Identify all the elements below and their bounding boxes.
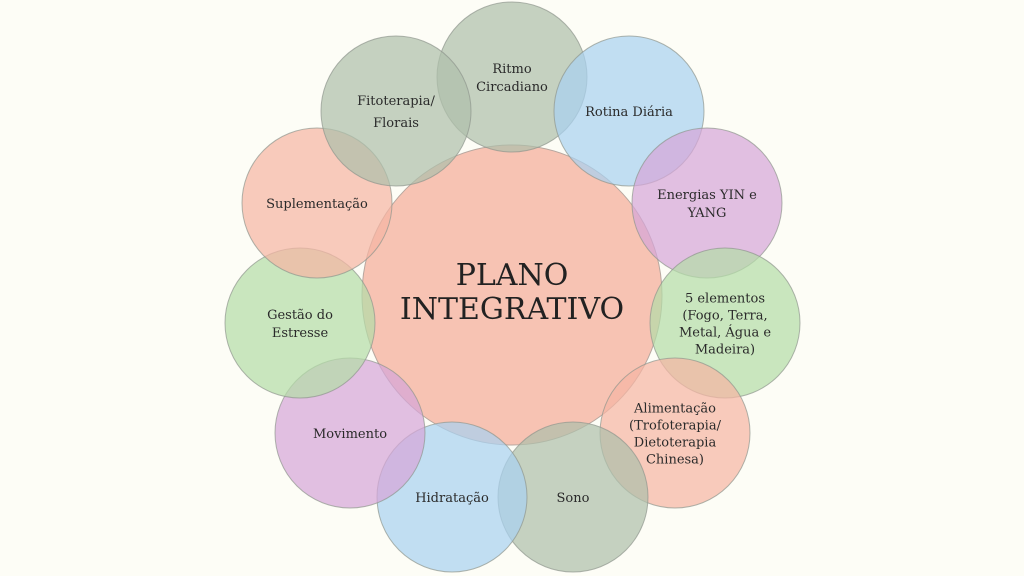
node-label: (Fogo, Terra,	[682, 309, 767, 324]
node-label: Gestão do	[267, 308, 333, 323]
node-label: Dietoterapia	[634, 436, 717, 451]
node-label: Movimento	[313, 427, 387, 442]
node-label: YANG	[687, 206, 727, 221]
node-label: 5 elementos	[685, 292, 765, 307]
node-label: Sono	[557, 491, 590, 506]
node-label: Metal, Água e	[679, 325, 771, 341]
node-label: Suplementação	[266, 197, 368, 212]
node-label: Florais	[373, 116, 419, 131]
node-label: Ritmo	[492, 62, 531, 77]
node-label: Rotina Diária	[585, 105, 673, 120]
node-label: Energias YIN e	[657, 188, 757, 203]
node-label: Chinesa)	[646, 453, 704, 468]
node-label: Alimentação	[633, 402, 716, 417]
node-circle	[320, 35, 472, 187]
node-label: Madeira)	[695, 343, 755, 358]
node-label: Circadiano	[476, 80, 548, 95]
center-title: INTEGRATIVO	[400, 292, 624, 327]
node-fitoterapia-florais	[320, 35, 472, 187]
node-label: Estresse	[272, 326, 329, 341]
node-label: Hidratação	[415, 491, 489, 506]
center-title: PLANO	[456, 258, 569, 293]
node-label: Fitoterapia/	[357, 94, 435, 109]
node-label: (Trofoterapia/	[629, 419, 722, 434]
